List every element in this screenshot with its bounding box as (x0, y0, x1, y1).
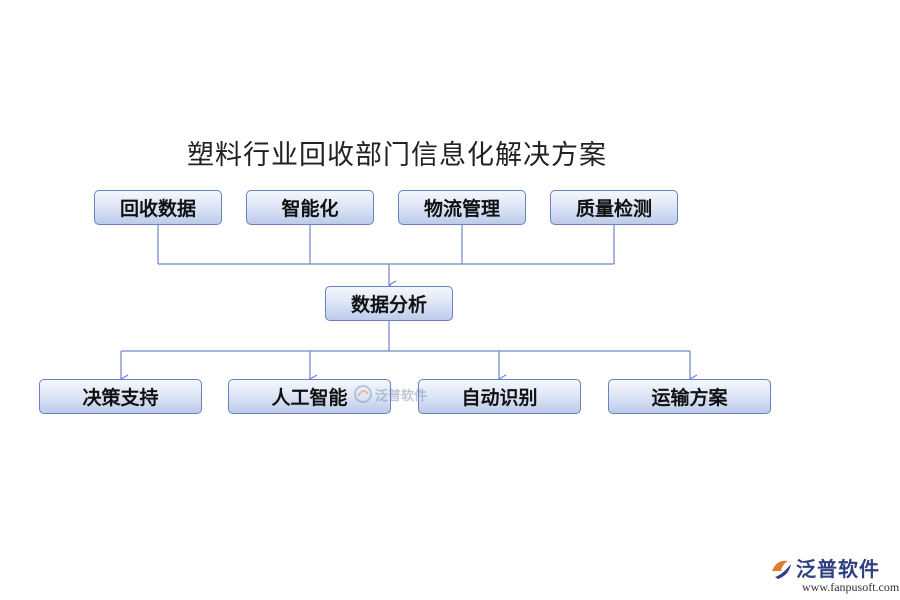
watermark-text: 泛普软件 (375, 388, 428, 404)
center-watermark: 泛普软件 (353, 381, 427, 407)
node-decision-support: 决策支持 (39, 379, 202, 414)
brand-watermark: 泛普软件 www.fanpusoft.com (769, 553, 899, 597)
node-data-analysis: 数据分析 (325, 286, 453, 321)
node-recycle-data: 回收数据 (94, 190, 222, 225)
node-intelligent: 智能化 (246, 190, 374, 225)
node-logistics: 物流管理 (398, 190, 526, 225)
diagram-title: 塑料行业回收部门信息化解决方案 (187, 140, 607, 171)
brand-name: 泛普软件 (796, 557, 880, 581)
node-auto-recognition: 自动识别 (418, 379, 581, 414)
node-transport-plan: 运输方案 (608, 379, 771, 414)
watermark-logo-icon (354, 385, 372, 403)
node-ai: 人工智能 (228, 379, 391, 414)
node-quality-inspection: 质量检测 (550, 190, 678, 225)
brand-logo-icon (772, 560, 791, 579)
brand-url: www.fanpusoft.com (802, 580, 900, 594)
